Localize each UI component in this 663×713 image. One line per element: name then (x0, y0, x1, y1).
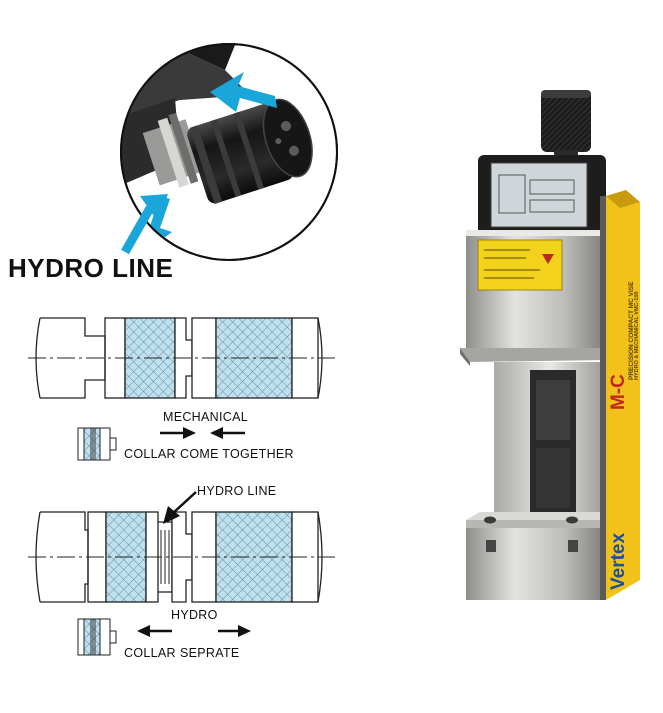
vise-model-text: M-C (608, 374, 629, 410)
separate-arrows (137, 625, 251, 637)
hydro-line-heading: HYDRO LINE (8, 253, 174, 283)
hydro-collar-icon (77, 618, 117, 656)
mechanical-diagram (28, 317, 335, 399)
mechanical-mode-label: MECHANICAL (163, 410, 248, 424)
mechanical-collar-label: COLLAR (124, 447, 176, 461)
mechanical-action-label: COME TOGETHER (180, 447, 294, 461)
vise-photo (460, 90, 640, 600)
inset-arrow-top (210, 72, 277, 112)
hydro-action-label: SEPRATE (180, 646, 240, 660)
hydro-mode-label: HYDRO (171, 608, 218, 622)
vise-side-subtext: HYDRO & MECHANICAL VMC-100 (634, 291, 640, 380)
hydro-diagram (28, 511, 335, 603)
heading-arrow (121, 194, 168, 255)
magnified-inset (120, 43, 338, 261)
hydro-line-callout-label: HYDRO LINE (197, 484, 277, 498)
hydro-collar-label: COLLAR (124, 646, 176, 660)
hydro-line-callout-arrow (163, 491, 197, 524)
vise-brand-text: Vertex (608, 532, 629, 590)
come-together-arrows (160, 427, 245, 439)
mechanical-collar-icon (77, 427, 117, 461)
